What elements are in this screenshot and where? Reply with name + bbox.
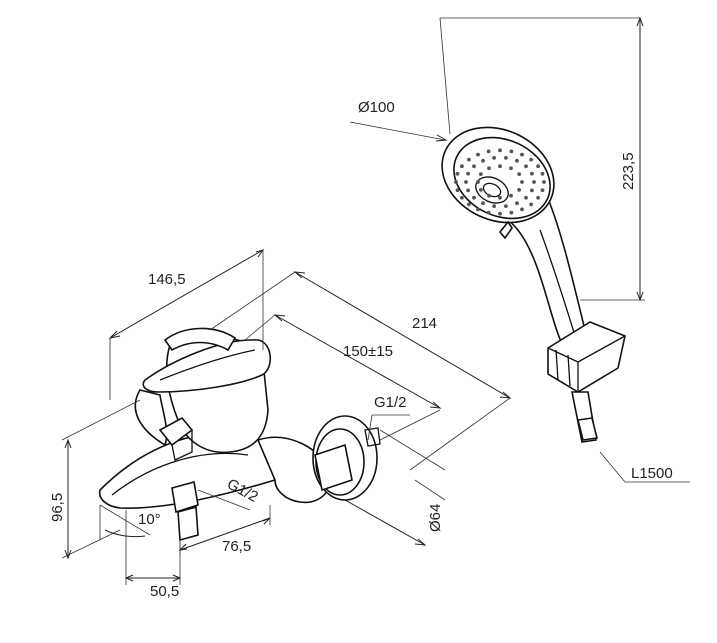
nozzle-dot: [529, 157, 533, 162]
nozzle-dot: [476, 180, 480, 184]
label-wall-thread: G1/2: [374, 394, 407, 411]
nozzle-dot: [479, 188, 483, 192]
nozzle-dot: [536, 164, 540, 169]
nozzle-dot: [532, 180, 536, 184]
label-overall-width: 146,5: [148, 271, 186, 288]
nozzle-dot: [487, 166, 491, 171]
nozzle-dot: [509, 166, 513, 171]
nozzle-dot: [530, 188, 534, 193]
nozzle-dot: [536, 195, 540, 200]
nozzle-dot: [466, 188, 470, 193]
nozzle-dot: [454, 180, 458, 184]
nozzle-dot: [481, 201, 485, 206]
nozzle-dot: [509, 210, 514, 215]
handshower-dimensions: [349, 16, 690, 483]
label-outlet-offset: 50,5: [150, 583, 179, 600]
label-spout-depth: 76,5: [222, 538, 251, 555]
wall-holder: [547, 321, 626, 393]
nozzle-dot: [460, 164, 464, 169]
nozzle-dot: [476, 152, 480, 157]
nozzle-dot: [504, 204, 508, 209]
nozzle-dot: [498, 148, 502, 153]
mixer-body: [98, 327, 381, 542]
label-overall-projection: 214: [412, 315, 437, 332]
hand-shower: [441, 126, 587, 353]
label-mixer-height: 96,5: [49, 493, 66, 522]
nozzle-dot: [520, 207, 524, 212]
label-spout-angle: 10°: [138, 511, 161, 528]
nozzle-dot: [492, 156, 496, 160]
nozzle-dot: [524, 164, 528, 169]
nozzle-dot: [540, 188, 545, 193]
nozzle-dot: [498, 211, 502, 216]
label-center-distance: 150±15: [343, 343, 393, 360]
nozzle-dot: [472, 164, 476, 169]
label-handshower-diameter: Ø100: [358, 99, 395, 116]
nozzle-dot: [464, 180, 468, 184]
nozzle-dot: [515, 201, 519, 206]
nozzle-dot: [509, 149, 514, 154]
nozzle-dot: [498, 164, 502, 169]
nozzle-dot: [455, 171, 460, 176]
nozzle-dot: [515, 158, 519, 163]
nozzle-dot: [524, 195, 528, 200]
label-escutcheon-diameter: Ø64: [427, 504, 444, 532]
nozzle-dot: [520, 180, 524, 184]
nozzle-dot: [520, 152, 524, 157]
nozzle-dot: [466, 171, 470, 176]
nozzle-dot: [486, 149, 491, 154]
nozzle-dot: [476, 207, 480, 212]
nozzle-dot: [542, 180, 546, 184]
nozzle-dot: [472, 195, 476, 200]
nozzle-dot: [481, 158, 485, 163]
nozzle-dot: [460, 195, 464, 200]
mixer-dimensions: [61, 249, 512, 585]
nozzle-dot: [467, 157, 471, 162]
nozzle-dot: [479, 172, 483, 177]
nozzle-dot: [487, 193, 491, 198]
nozzle-dot: [517, 172, 521, 177]
nozzle-dot: [509, 193, 513, 198]
nozzle-dot: [486, 210, 491, 215]
nozzle-dot: [492, 204, 496, 209]
nozzle-dot: [540, 171, 545, 176]
label-hose-length: L1500: [631, 465, 673, 482]
hose: [571, 391, 598, 443]
nozzle-dot: [504, 156, 508, 160]
nozzle-dot: [529, 202, 533, 207]
nozzle-dot: [517, 188, 521, 192]
label-handshower-height: 223,5: [620, 152, 637, 190]
nozzle-dot: [498, 195, 502, 200]
nozzle-dot: [455, 188, 460, 193]
nozzle-dot: [467, 202, 471, 207]
nozzle-dot: [530, 171, 534, 176]
